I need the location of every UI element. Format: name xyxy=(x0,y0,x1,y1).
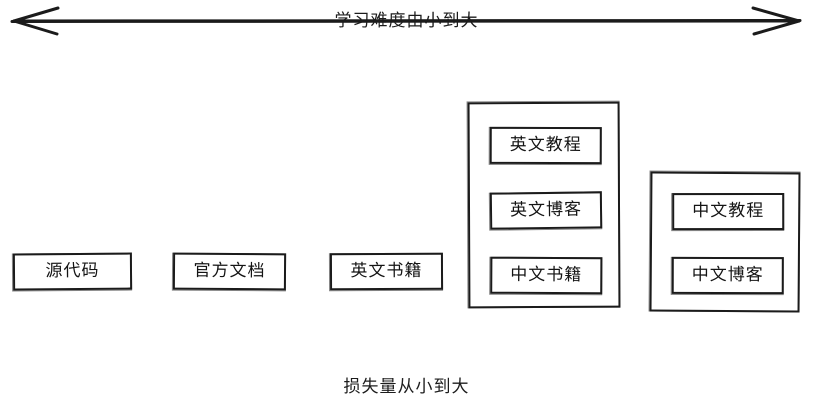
item-box-english-tutorial[interactable]: 英文教程 xyxy=(489,126,602,165)
item-box-official-docs[interactable]: 官方文档 xyxy=(172,252,287,291)
bottom-arrow-svg xyxy=(10,6,801,36)
item-box-chinese-tutorial[interactable]: 中文教程 xyxy=(672,192,785,231)
item-box-chinese-books[interactable]: 中文书籍 xyxy=(490,256,603,295)
group-box-chinese-resources: 中文教程 中文博客 xyxy=(649,171,801,313)
item-label: 中文教程 xyxy=(692,200,765,222)
item-label: 英文博客 xyxy=(509,199,583,221)
item-label: 英文书籍 xyxy=(350,260,423,282)
group-box-english-tutorials: 英文教程 英文博客 中文书籍 xyxy=(467,101,621,309)
item-label: 源代码 xyxy=(45,260,100,282)
item-box-english-blog[interactable]: 英文博客 xyxy=(489,191,603,230)
item-box-chinese-blog[interactable]: 中文博客 xyxy=(671,256,784,295)
item-box-english-books[interactable]: 英文书籍 xyxy=(329,252,444,291)
item-box-source-code[interactable]: 源代码 xyxy=(12,252,133,291)
item-label: 中文博客 xyxy=(691,264,764,286)
item-label: 英文教程 xyxy=(509,134,582,156)
item-label: 官方文档 xyxy=(193,260,266,282)
item-label: 中文书籍 xyxy=(510,264,583,286)
bottom-axis-caption: 损失量从小到大 xyxy=(343,377,470,397)
